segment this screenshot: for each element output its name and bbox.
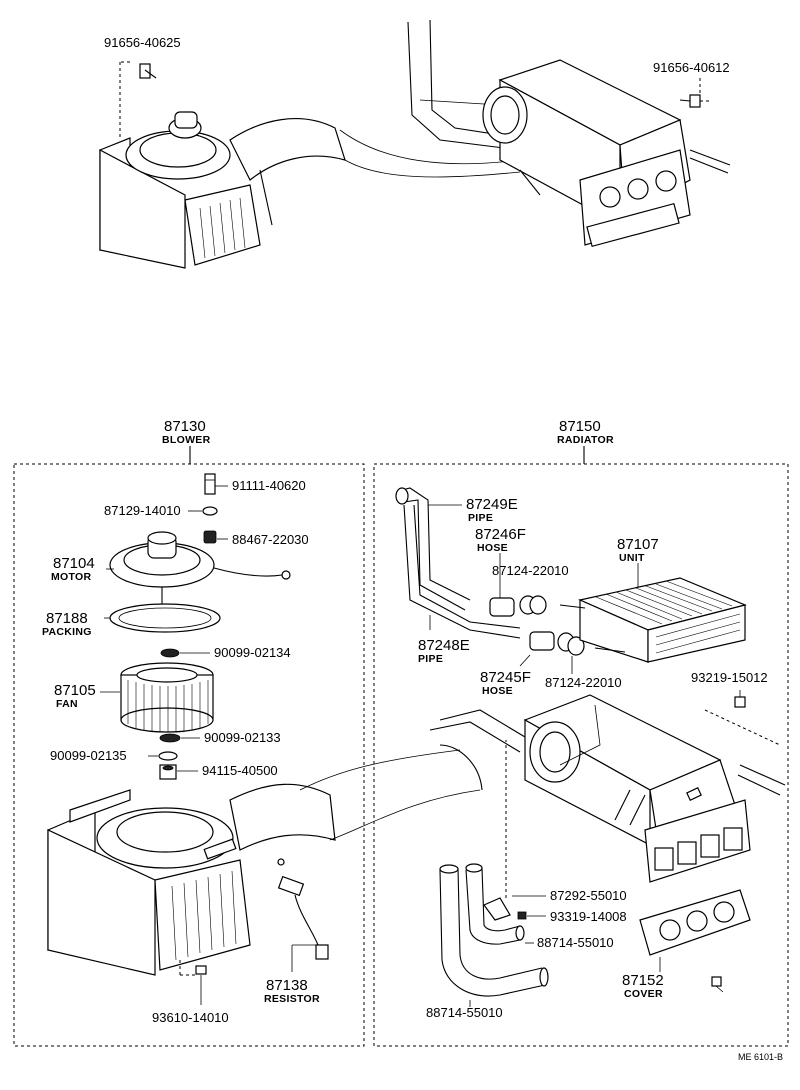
hose-bent-icon <box>439 863 549 1007</box>
packing-icon <box>104 603 221 633</box>
hose-upper-caption: HOSE <box>477 542 508 554</box>
grommet-label: 88467-22030 <box>232 532 309 547</box>
blower-number: 87130 <box>164 418 206 435</box>
bolt-left-icon <box>119 61 157 140</box>
bolt-icon <box>704 690 781 746</box>
pipe-lower-icon <box>403 504 521 639</box>
washer-c-label: 90099-02135 <box>50 748 127 763</box>
hose-upper-icon <box>489 595 547 617</box>
washer-top-icon <box>188 506 218 516</box>
blower-section: 87130 BLOWER 91111-40620 87129-14010 884… <box>13 418 483 1047</box>
pipe-upper-icon <box>395 487 471 611</box>
radiator-section: 87150 RADIATOR 87249E PIPE 87246F HOSE 8… <box>373 418 789 1047</box>
washer-a-icon <box>160 648 210 658</box>
bolt-left-label: 91656-40625 <box>104 35 181 50</box>
motor-caption: MOTOR <box>51 571 92 583</box>
hose-upper-number: 87246F <box>475 526 526 543</box>
screw-bottom-label: 93610-14010 <box>152 1010 229 1025</box>
clamp-lower-label: 87124-22010 <box>545 675 622 690</box>
grommet-icon <box>203 530 228 544</box>
bracket-icon <box>483 740 546 921</box>
blower-assembly-overview <box>99 111 521 269</box>
nut-icon <box>159 764 198 780</box>
blower-housing-icon <box>47 744 483 976</box>
hose-lower-icon <box>519 631 585 667</box>
footer-code: ME 6101-B <box>738 1052 783 1062</box>
screw-icon <box>204 473 228 495</box>
screw-label: 91111-40620 <box>232 478 306 493</box>
blower-caption: BLOWER <box>162 434 211 446</box>
washer-c-icon <box>148 751 178 761</box>
screw-radiator-icon <box>517 911 546 920</box>
screw-bottom-icon <box>195 965 207 1005</box>
packing-number: 87188 <box>46 610 88 627</box>
hose-lower-number: 87245F <box>480 669 531 686</box>
cover-icon <box>639 889 751 972</box>
unit-number: 87107 <box>617 536 659 553</box>
bolt-label: 93219-15012 <box>691 670 768 685</box>
radiator-caption: RADIATOR <box>557 434 614 446</box>
screw-cover-icon <box>711 976 724 993</box>
bolt-right-label: 91656-40612 <box>653 60 730 75</box>
heater-core-icon <box>559 577 747 663</box>
hose-upper-part-label: 88714-55010 <box>537 935 614 950</box>
pipe-lower-caption: PIPE <box>418 653 443 665</box>
pipe-upper-caption: PIPE <box>468 512 493 524</box>
radiator-number: 87150 <box>559 418 601 435</box>
hose-lower-part-label: 88714-55010 <box>426 1005 503 1020</box>
unit-caption: UNIT <box>619 552 645 564</box>
radiator-group-frame <box>373 463 789 1047</box>
washer-b-label: 90099-02133 <box>204 730 281 745</box>
radiator-assembly-overview <box>407 19 731 248</box>
blower-group-frame <box>13 463 365 1047</box>
washer-a-label: 90099-02134 <box>214 645 291 660</box>
resistor-number: 87138 <box>266 977 308 994</box>
bolt-right-icon <box>679 78 712 108</box>
overview-assembly: 91656-40625 <box>99 19 731 269</box>
pipe-upper-number: 87249E <box>466 496 518 513</box>
packing-caption: PACKING <box>42 626 92 638</box>
motor-number: 87104 <box>53 555 95 572</box>
washer-top-label: 87129-14010 <box>104 503 181 518</box>
washer-b-icon <box>159 733 200 743</box>
resistor-icon <box>277 858 329 972</box>
hose-lower-caption: HOSE <box>482 685 513 697</box>
screw-radiator-label: 93319-14008 <box>550 909 627 924</box>
fan-number: 87105 <box>54 682 96 699</box>
cover-caption: COVER <box>624 988 663 1000</box>
fan-icon <box>100 662 214 733</box>
bracket-label: 87292-55010 <box>550 888 627 903</box>
heater-case-icon <box>429 694 786 883</box>
nut-label: 94115-40500 <box>202 763 278 778</box>
cover-number: 87152 <box>622 972 664 989</box>
fan-caption: FAN <box>56 698 78 710</box>
motor-icon <box>106 531 291 605</box>
resistor-caption: RESISTOR <box>264 993 320 1005</box>
pipe-lower-number: 87248E <box>418 637 470 654</box>
clamp-upper-label: 87124-22010 <box>492 563 569 578</box>
